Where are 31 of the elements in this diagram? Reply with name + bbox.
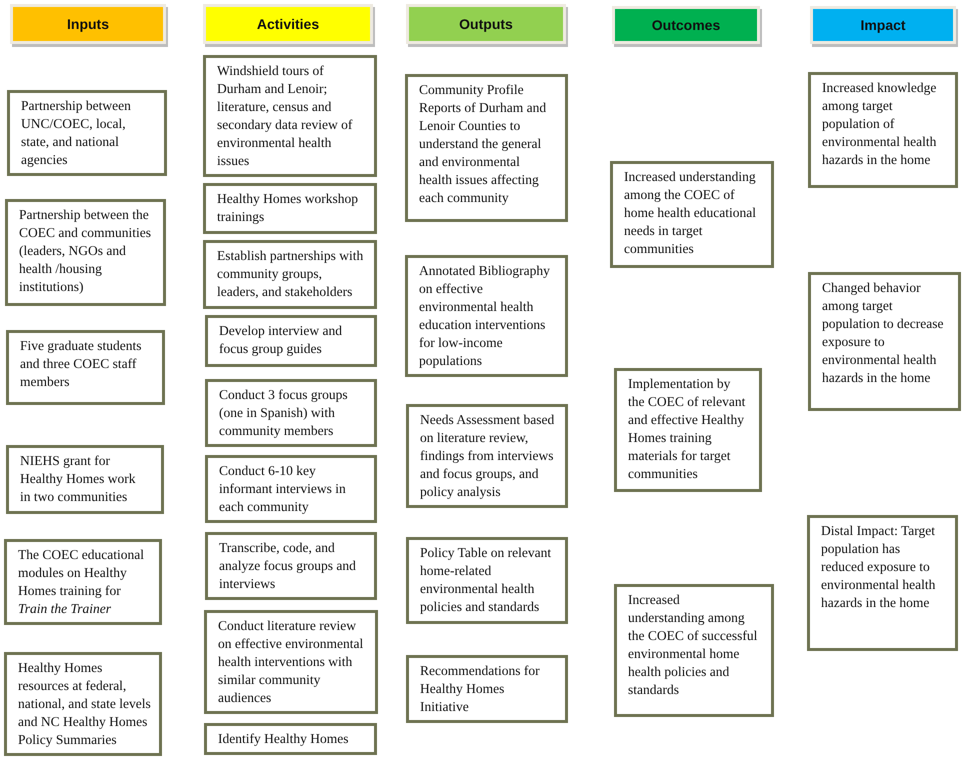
output-box: Recommendations for Healthy Homes Initiative: [406, 655, 568, 723]
input-box: Partnership between UNC/COEC, local, state, and national agencies: [7, 90, 167, 176]
activity-box: Conduct 6-10 key informant interviews in each community: [205, 455, 377, 523]
activity-box: Transcribe, code, and analyze focus groups and interviews: [205, 532, 377, 600]
input-box: The COEC educational modules on Healthy Homes training for Train the Trainer: [4, 539, 162, 625]
outcome-box: Increased understanding among the COEC of successful environmental home health policies and standards: [614, 584, 774, 717]
column-header: Outcomes: [612, 6, 760, 44]
input-box: Healthy Homes resources at federal, national, and state levels and NC Healthy Homes Policy Summaries: [4, 652, 162, 756]
activity-box: Identify Healthy Homes: [204, 723, 377, 755]
input-box: Five graduate students and three COEC staff members: [6, 330, 165, 405]
outcome-box: Implementation by the COEC of relevant and effective Healthy Homes training materials for target communities: [614, 368, 762, 492]
impact-box: Increased knowledge among target population of environmental health hazards in the home: [808, 72, 958, 188]
column-header: Inputs: [10, 4, 166, 44]
output-box: Community Profile Reports of Durham and Lenoir Counties to understand the general and environmental health issues affecting each community: [405, 74, 568, 222]
activity-box: Conduct literature review on effective environmental health interventions with similar community audiences: [204, 610, 378, 714]
input-box: NIEHS grant for Healthy Homes work in two communities: [6, 445, 164, 514]
input-box: Partnership between the COEC and communities (leaders, NGOs and health /housing institutions): [5, 199, 166, 306]
output-box: Annotated Bibliography on effective environmental health education interventions for low-income populations: [405, 255, 568, 377]
outcome-box: Increased understanding among the COEC of home health educational needs in target communities: [610, 161, 774, 268]
column-header: Impact: [810, 6, 956, 44]
activity-box: Establish partnerships with community groups, leaders, and stakeholders: [203, 240, 377, 309]
output-box: Policy Table on relevant home-related environmental health policies and standards: [406, 537, 568, 624]
activity-box: Healthy Homes workshop trainings: [203, 183, 377, 234]
column-header: Activities: [203, 4, 373, 44]
column-header: Outputs: [406, 4, 566, 44]
output-box: Needs Assessment based on literature review, findings from interviews and focus groups, and policy analysis: [406, 404, 568, 508]
activity-box: Conduct 3 focus groups (one in Spanish) with community members: [205, 379, 377, 447]
impact-box: Distal Impact: Target population has reduced exposure to environmental health hazards in the home: [807, 515, 958, 651]
activity-box: Develop interview and focus group guides: [205, 315, 377, 367]
activity-box: Windshield tours of Durham and Lenoir; literature, census and secondary data review of environmental health issues: [203, 55, 377, 177]
impact-box: Changed behavior among target population to decrease exposure to environmental health hazards in the home: [808, 272, 961, 411]
